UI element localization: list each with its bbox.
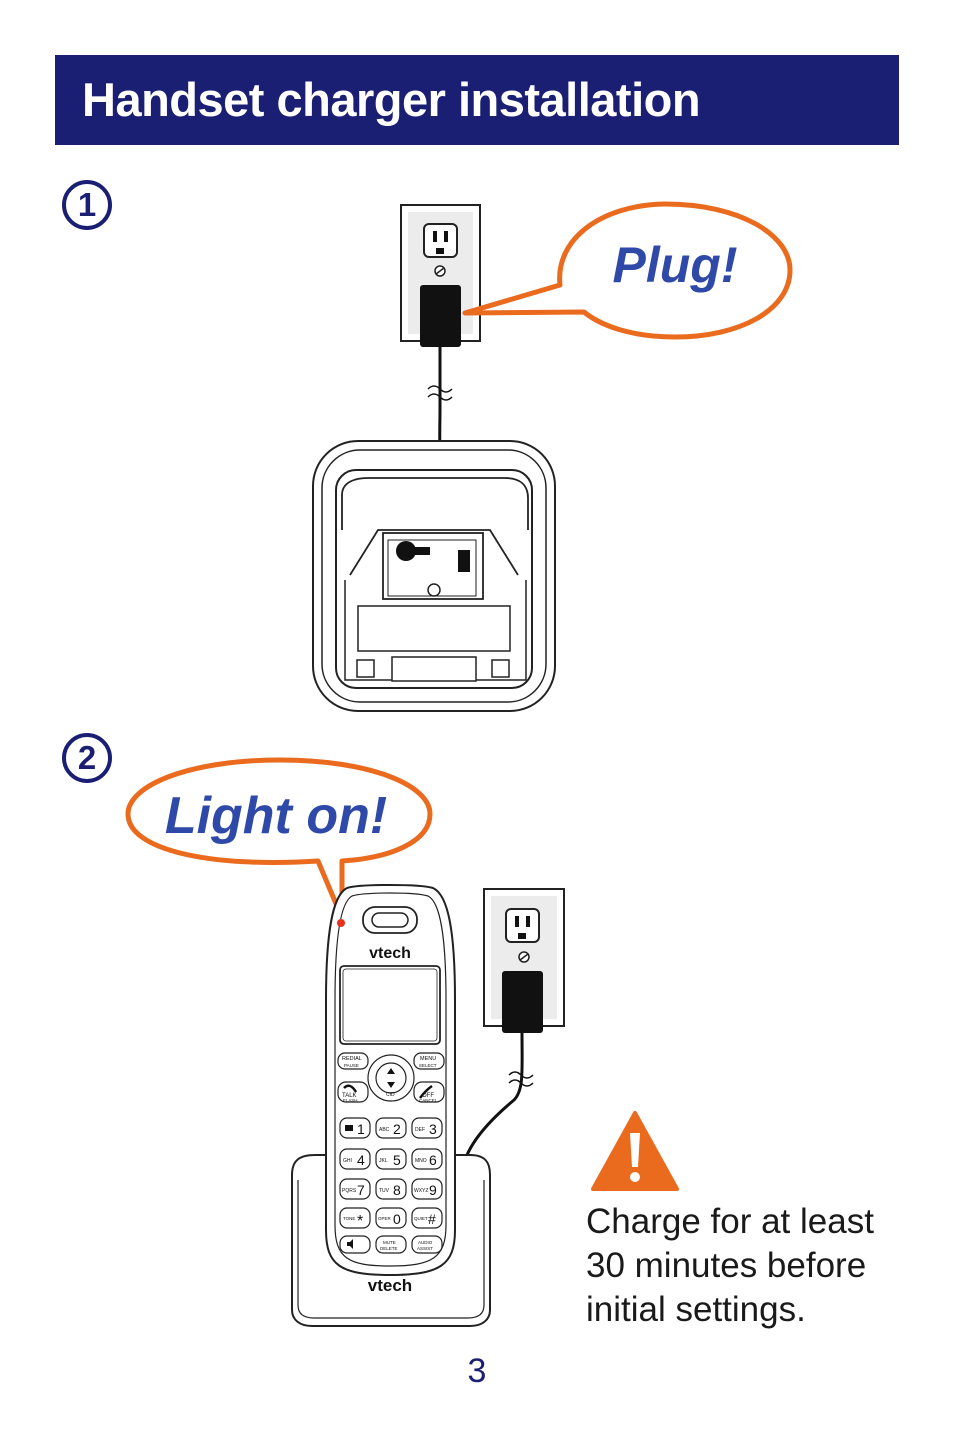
key-talk-label: TALK — [342, 1093, 357, 1099]
key-0-sub: OPER — [378, 1216, 392, 1221]
key-off-label: OFF — [422, 1093, 434, 1099]
warning-triangle-icon — [591, 1111, 679, 1191]
key-assist-label: ASSIST — [417, 1246, 433, 1251]
page-number: 3 — [467, 1352, 487, 1390]
key-2-label: 2 — [393, 1121, 401, 1137]
keypad-labels: REDIAL PAUSE MENU SELECT TALK FLASH CID … — [342, 1056, 438, 1251]
plug-callout — [462, 201, 793, 340]
key-9-label: 9 — [429, 1182, 437, 1198]
key-5-sub: JKL — [379, 1158, 388, 1164]
key-menu-label: MENU — [420, 1056, 436, 1062]
key-3-label: 3 — [429, 1121, 437, 1137]
key-6-label: 6 — [429, 1152, 437, 1168]
key-pound-sub: QUIET — [414, 1216, 428, 1221]
step-1-badge: 1 — [62, 180, 112, 230]
section-header: Handset charger installation — [55, 55, 899, 145]
handset-keypad — [337, 1052, 445, 1254]
key-cid-label: CID — [386, 1092, 395, 1098]
key-9-sub: WXYZ — [414, 1188, 428, 1194]
key-0-label: 0 — [393, 1211, 401, 1227]
key-flash-label: FLASH — [343, 1098, 358, 1103]
key-cancel-label: CANCEL — [419, 1098, 438, 1103]
power-adapter-2 — [463, 971, 543, 1161]
key-star-sub: TONE — [343, 1216, 355, 1221]
charger-base-top-view — [312, 440, 556, 712]
key-select-label: SELECT — [419, 1063, 437, 1068]
key-pause-label: PAUSE — [344, 1063, 359, 1068]
key-4-sub: GHI — [343, 1158, 352, 1164]
light-on-callout — [125, 757, 433, 921]
key-5-label: 5 — [393, 1152, 401, 1168]
key-8-sub: TUV — [379, 1188, 390, 1194]
key-pound-label: # — [428, 1211, 436, 1227]
cradle-brand-logo: vtech — [368, 1276, 412, 1295]
key-redial-label: REDIAL — [342, 1056, 362, 1062]
key-8-label: 8 — [393, 1182, 401, 1198]
key-7-sub: PQRS — [342, 1188, 357, 1194]
light-on-callout-text: Light on! — [165, 787, 387, 845]
charging-instruction-text: Charge for at least 30 minutes before in… — [586, 1202, 874, 1329]
handset-brand-logo: vtech — [369, 945, 411, 962]
plug-callout-text: Plug! — [613, 237, 738, 293]
key-2-sub: ABC — [379, 1127, 390, 1133]
charging-light-indicator — [337, 919, 345, 927]
key-delete-label: DELETE — [380, 1246, 398, 1251]
key-mute-label: MUTE — [383, 1240, 396, 1245]
page-title: Handset charger installation — [82, 73, 701, 126]
key-4-label: 4 — [357, 1152, 365, 1168]
key-1-label: 1 — [357, 1121, 365, 1137]
key-3-sub: DEF — [415, 1127, 425, 1133]
key-star-label: * — [357, 1213, 363, 1230]
key-audio-label: AUDIO — [418, 1240, 433, 1245]
handset — [325, 884, 456, 1277]
key-6-sub: MNO — [415, 1158, 427, 1164]
key-7-label: 7 — [357, 1182, 365, 1198]
step-2-badge: 2 — [62, 733, 112, 783]
